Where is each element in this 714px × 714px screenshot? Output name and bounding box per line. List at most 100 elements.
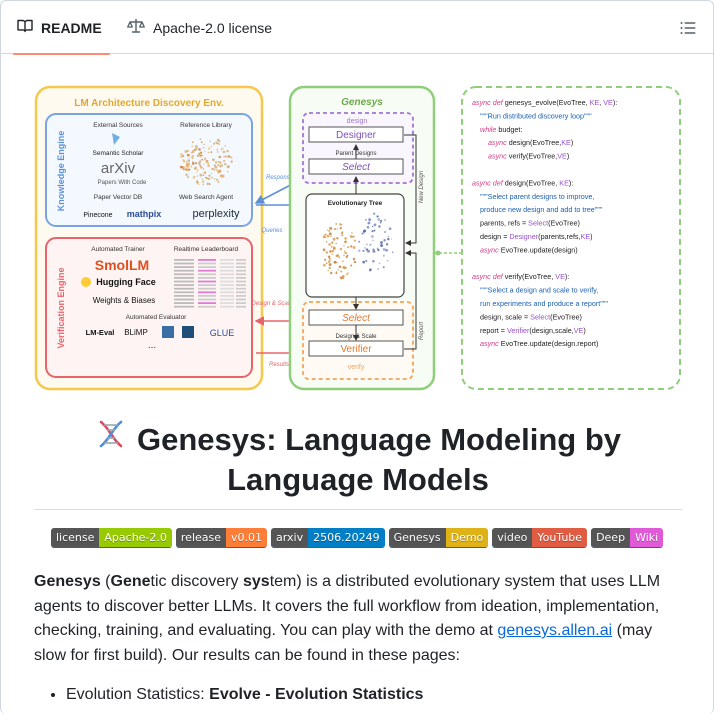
- scatter-dot: [373, 212, 376, 215]
- scatter-dot: [216, 148, 219, 151]
- leaderboard-row: [174, 273, 194, 276]
- scatter-dot: [336, 237, 339, 240]
- scatter-dot: [212, 158, 215, 162]
- scatter-dot: [385, 243, 389, 246]
- scatter-dot: [192, 162, 195, 165]
- scatter-dot: [365, 259, 368, 263]
- scatter-dot: [230, 156, 233, 159]
- scatter-dot: [366, 225, 370, 229]
- scatter-dot: [372, 239, 374, 241]
- scatter-dot: [179, 165, 183, 169]
- arxiv-logo: arXiv: [101, 160, 136, 177]
- scatter-dot: [336, 228, 338, 230]
- scatter-dot: [369, 243, 372, 246]
- scatter-dot: [383, 239, 386, 242]
- blimp-logo: BLiMP: [124, 328, 148, 337]
- list-item-label: Evolution Statistics:: [66, 686, 210, 703]
- scatter-dot: [182, 159, 185, 162]
- leaderboard-row: [198, 277, 216, 279]
- leaderboard-row: [174, 280, 194, 283]
- leaderboard-row: [198, 284, 216, 286]
- scatter-dot: [338, 256, 341, 259]
- scatter-dot: [337, 255, 340, 258]
- scatter-dot: [326, 234, 330, 238]
- scatter-dot: [343, 267, 346, 270]
- leaderboard-row: [220, 259, 234, 261]
- scatter-dot: [206, 161, 210, 165]
- glue-logo: GLUE: [210, 328, 235, 338]
- scatter-dot: [327, 269, 329, 272]
- leaderboard-row: [236, 298, 246, 301]
- tab-readme[interactable]: README: [13, 1, 110, 55]
- leaderboard-row: [220, 266, 234, 268]
- scatter-dot: [199, 138, 202, 141]
- leaderboard-row: [174, 291, 194, 294]
- leaderboard-row: [198, 269, 216, 272]
- scatter-dot: [202, 168, 205, 170]
- lm-eval-logo: LM-Eval: [86, 328, 115, 337]
- scatter-dot: [325, 241, 328, 243]
- scholar-logo-icon: [112, 133, 120, 145]
- scatter-dot: [330, 235, 332, 238]
- scatter-dot: [328, 257, 331, 260]
- scatter-dot: [185, 168, 188, 171]
- realtime-leaderboard-label: Realtime Leaderboard: [174, 246, 239, 253]
- scatter-dot: [352, 235, 355, 238]
- responses-label: Responses: [266, 175, 296, 181]
- code-line: async def verify(EvoTree, VE):: [472, 272, 569, 281]
- leaderboard-row: [198, 305, 216, 308]
- scatter-dot: [202, 183, 204, 185]
- leaderboard-row: [198, 287, 216, 290]
- code-line: async EvoTree.update(design): [472, 245, 578, 254]
- scatter-dot: [352, 246, 356, 249]
- scatter-dot: [218, 161, 220, 163]
- scatter-dot: [378, 262, 381, 265]
- leaderboard-row: [220, 295, 234, 297]
- scatter-dot: [358, 240, 361, 243]
- select-design-label: Select: [342, 162, 371, 173]
- scatter-dot: [324, 258, 327, 261]
- scatter-dot: [351, 232, 353, 234]
- scatter-dot: [201, 180, 205, 184]
- scatter-dot: [195, 179, 199, 183]
- results-list: Evolution Statistics: Evolve - Evolution…: [34, 683, 682, 707]
- leaderboard-row: [220, 284, 234, 286]
- scatter-dot: [208, 174, 211, 177]
- leaderboard-row: [236, 287, 246, 290]
- table-of-contents-button[interactable]: [679, 19, 697, 37]
- results-label: Results: [269, 362, 289, 368]
- evolution-statistics-link[interactable]: Evolve - Evolution Statistics: [209, 686, 424, 703]
- scatter-dot: [388, 227, 392, 230]
- scatter-dot: [185, 173, 188, 176]
- dna-icon: [95, 418, 127, 460]
- scatter-dot: [391, 251, 394, 253]
- report-label: Report: [419, 322, 425, 340]
- scatter-dot: [327, 255, 331, 259]
- scatter-dot: [332, 237, 336, 241]
- scatter-dot: [351, 235, 354, 237]
- scatter-dot: [191, 154, 195, 158]
- tab-license[interactable]: Apache-2.0 license: [127, 1, 272, 54]
- demo-link[interactable]: genesys.allen.ai: [497, 622, 613, 639]
- code-line: async design(EvoTree,KE): [472, 138, 573, 147]
- web-search-agent-label: Web Search Agent: [179, 194, 233, 201]
- scatter-dot: [180, 153, 183, 156]
- leaderboard-row: [220, 298, 234, 301]
- scatter-dot: [206, 183, 209, 186]
- scatter-dot: [347, 272, 349, 275]
- scatter-dot: [362, 229, 366, 233]
- scatter-dot: [331, 241, 334, 244]
- scatter-dot: [190, 165, 193, 168]
- scatter-dot: [340, 231, 344, 235]
- scatter-dot: [208, 183, 211, 186]
- title-line-1: Genesys: Language Modeling by: [136, 422, 622, 457]
- tab-readme-label: README: [41, 19, 102, 36]
- scatter-dot: [350, 245, 353, 248]
